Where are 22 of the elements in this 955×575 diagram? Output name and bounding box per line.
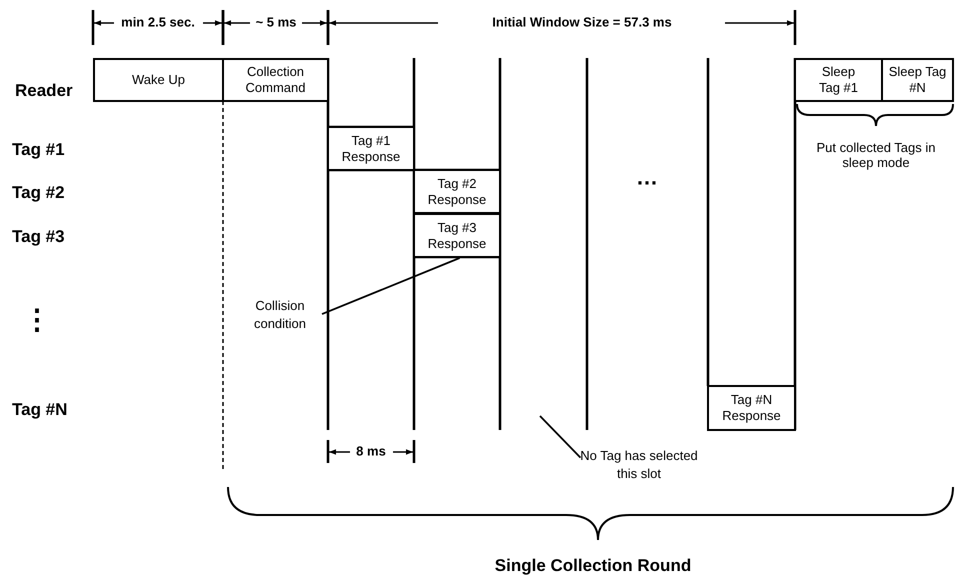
brace-label: Single Collection Round	[494, 556, 692, 575]
row-label: Tag #1	[12, 140, 65, 160]
row-label: Tag #3	[12, 227, 65, 247]
process-box: Tag #1 Response	[327, 126, 415, 171]
ellipsis-mark: ⋮	[23, 304, 51, 336]
process-box: Collection Command	[222, 58, 329, 102]
annotation-text: No Tag has selected this slot	[578, 447, 700, 485]
row-label: Tag #N	[12, 400, 68, 420]
leader-line	[322, 257, 460, 315]
annotation-text: Collision condition	[238, 297, 322, 335]
process-box: Sleep Tag #1	[794, 58, 883, 102]
dimension-label: 8 ms	[356, 444, 386, 460]
process-box: Tag #3 Response	[413, 213, 501, 258]
leader-line	[539, 415, 582, 458]
process-box: Wake Up	[93, 58, 224, 102]
process-box: Sleep Tag #N	[881, 58, 954, 102]
row-label: Tag #2	[12, 183, 65, 203]
row-label: Reader	[15, 81, 73, 101]
note-text: Put collected Tags in sleep mode	[816, 141, 936, 171]
process-box: Tag #N Response	[707, 385, 796, 431]
process-box: Tag #2 Response	[413, 169, 501, 214]
ellipsis-mark: …	[636, 164, 658, 190]
